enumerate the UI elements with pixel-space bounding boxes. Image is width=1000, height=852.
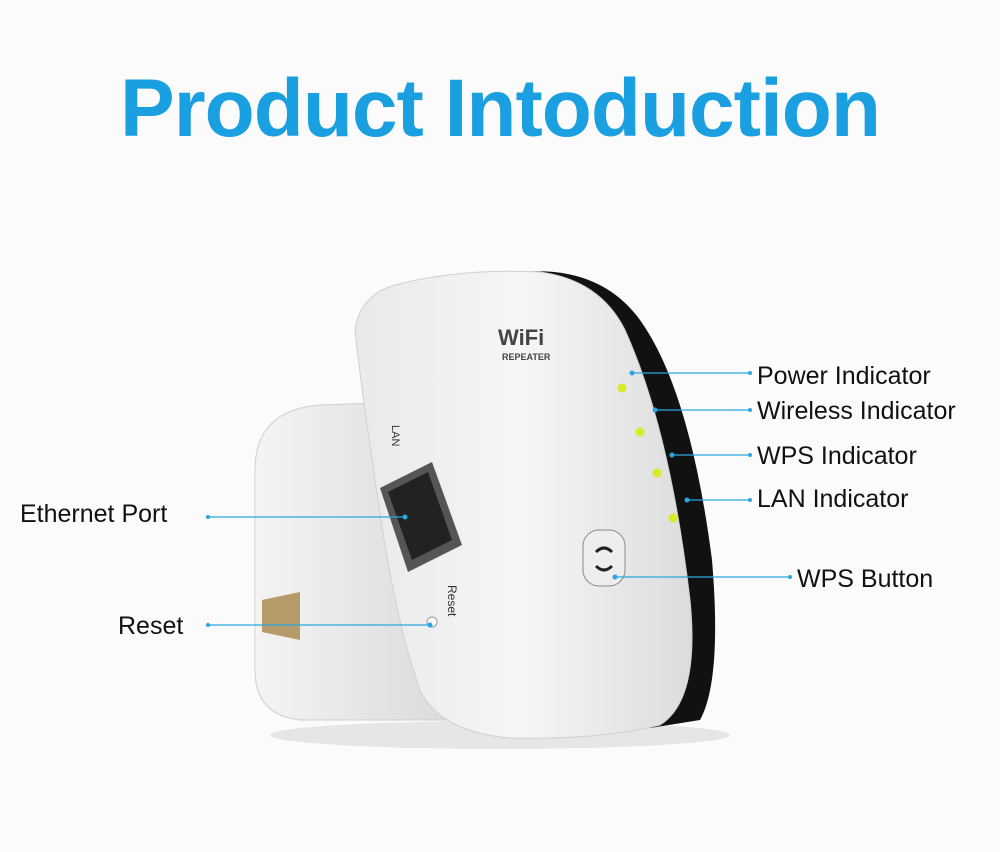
callout-reset: Reset xyxy=(118,612,184,640)
callout-power-indicator: Power Indicator xyxy=(757,362,931,390)
plug-prong xyxy=(262,592,300,640)
device-reset-label: Reset xyxy=(445,585,459,617)
device-logo-wifi: WiFi xyxy=(498,325,544,350)
callout-ethernet-port: Ethernet Port xyxy=(20,500,168,528)
wireless-led xyxy=(635,427,645,437)
callout-wps-indicator: WPS Indicator xyxy=(757,442,917,470)
callout-wireless-indicator: Wireless Indicator xyxy=(757,397,956,425)
leader-lines xyxy=(206,370,792,628)
lan-led xyxy=(668,513,678,523)
callout-lan-indicator: LAN Indicator xyxy=(757,485,909,513)
power-led xyxy=(617,383,627,393)
device-lan-label: LAN xyxy=(389,425,401,446)
device-logo-repeater: REPEATER xyxy=(502,352,551,362)
wps-led xyxy=(652,468,662,478)
device-body xyxy=(354,270,693,739)
wps-button[interactable] xyxy=(582,529,626,587)
page-title: Product Intoduction xyxy=(120,63,881,154)
wps-icon xyxy=(594,546,614,572)
callout-wps-button: WPS Button xyxy=(797,565,934,593)
